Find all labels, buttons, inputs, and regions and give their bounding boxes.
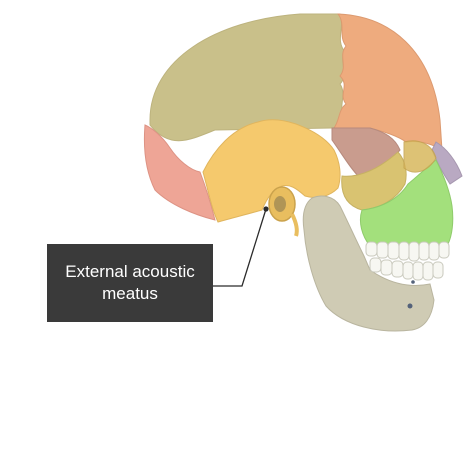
orbit-outline [403, 140, 437, 173]
mandible-dot [411, 280, 415, 284]
parietal-bone [149, 13, 347, 142]
mental-foramen [407, 303, 413, 309]
occipital-bone [143, 124, 216, 221]
upper-teeth [365, 241, 450, 262]
label-external-acoustic-meatus: External acoustic meatus [47, 244, 213, 322]
external-acoustic-meatus [268, 186, 299, 237]
mandible [302, 195, 435, 332]
zygomatic-bone [341, 151, 407, 211]
label-leader-line [213, 208, 267, 287]
temporal-bone [202, 119, 341, 223]
leader-point [263, 206, 269, 212]
lower-teeth [369, 257, 444, 281]
